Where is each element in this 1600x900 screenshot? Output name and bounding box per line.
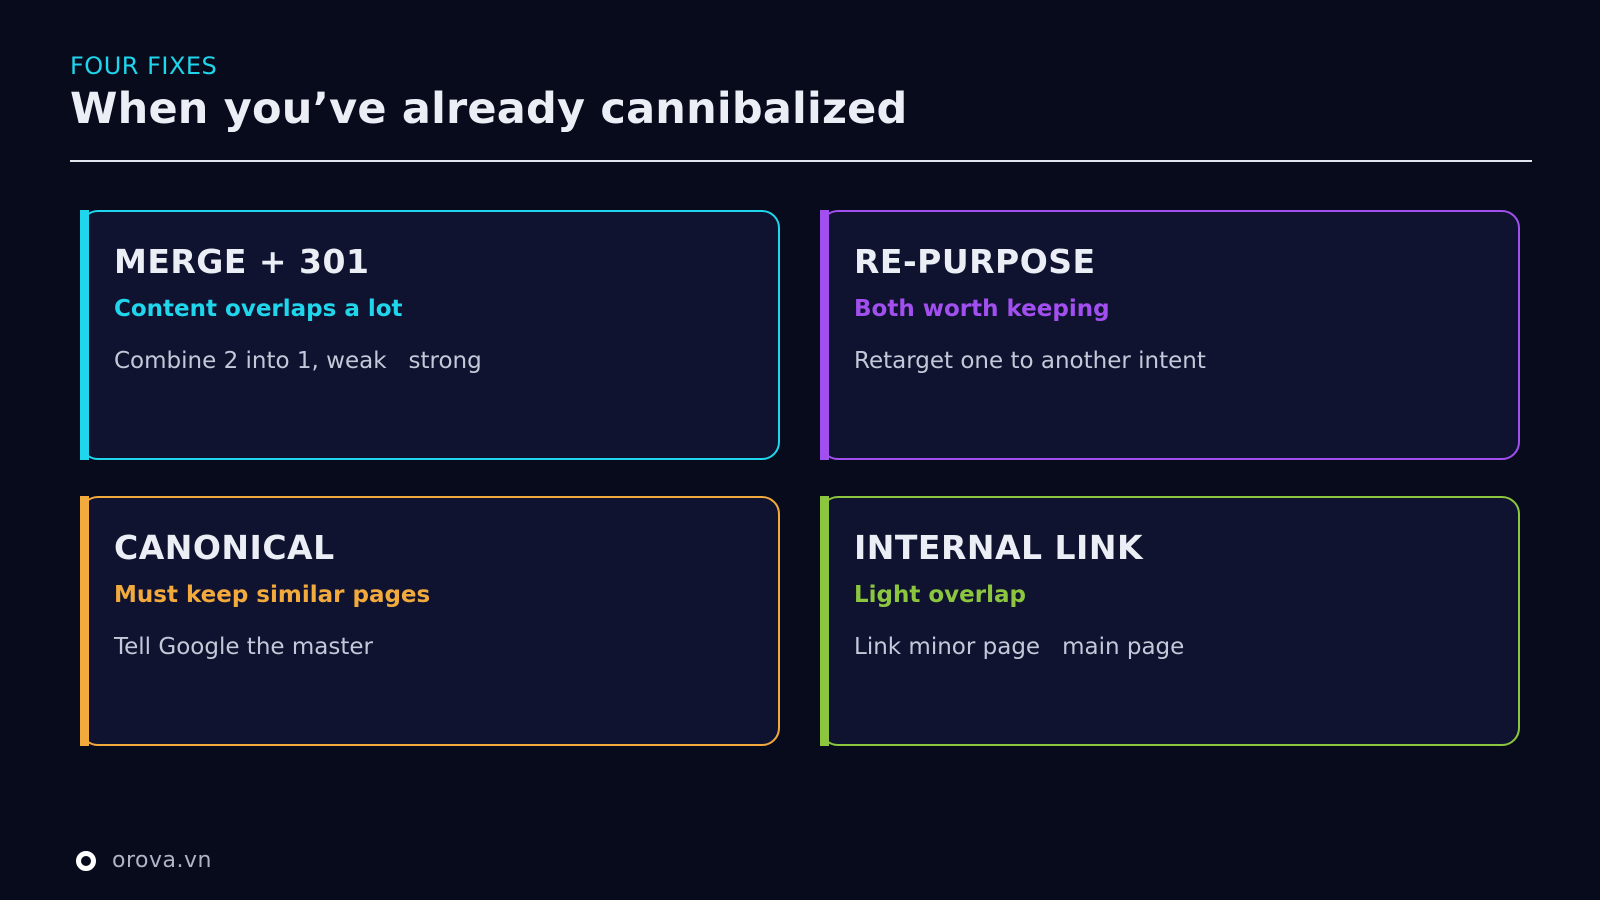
fix-card-canonical: CANONICAL Must keep similar pages Tell G… [80, 496, 780, 746]
card-description-start: Link minor page [854, 634, 1041, 660]
card-heading: INTERNAL LINK [854, 528, 1144, 567]
card-description-end: main page [1062, 634, 1185, 660]
card-heading: MERGE + 301 [114, 242, 370, 281]
fix-card-merge: MERGE + 301 Content overlaps a lot Combi… [80, 210, 780, 460]
card-accent-bar [820, 210, 829, 460]
page-title: When you’ve already cannibalized [70, 84, 908, 134]
eyebrow-label: FOUR FIXES [70, 52, 218, 80]
card-description: Retarget one to another intent [854, 348, 1206, 374]
footer-brand: orova.vn [112, 848, 212, 873]
card-subtitle: Light overlap [854, 582, 1026, 608]
card-heading: RE-PURPOSE [854, 242, 1096, 281]
card-accent-bar [80, 210, 89, 460]
card-subtitle: Content overlaps a lot [114, 296, 403, 322]
title-divider [70, 160, 1532, 162]
card-description-start: Tell Google the master [114, 634, 373, 660]
card-description: Link minor page main page [854, 634, 1184, 660]
card-accent-bar [80, 496, 89, 746]
fix-card-internal-link: INTERNAL LINK Light overlap Link minor p… [820, 496, 1520, 746]
card-description: Tell Google the master [114, 634, 373, 660]
card-description-start: Combine 2 into 1, weak [114, 348, 387, 374]
card-description: Combine 2 into 1, weak strong [114, 348, 482, 374]
ring-logo-icon [76, 850, 96, 871]
card-description-start: Retarget one to another intent [854, 348, 1206, 374]
card-heading: CANONICAL [114, 528, 335, 567]
card-accent-bar [820, 496, 829, 746]
card-subtitle: Must keep similar pages [114, 582, 431, 608]
card-description-end: strong [408, 348, 482, 374]
fix-card-repurpose: RE-PURPOSE Both worth keeping Retarget o… [820, 210, 1520, 460]
footer: orova.vn [76, 848, 212, 873]
card-subtitle: Both worth keeping [854, 296, 1110, 322]
